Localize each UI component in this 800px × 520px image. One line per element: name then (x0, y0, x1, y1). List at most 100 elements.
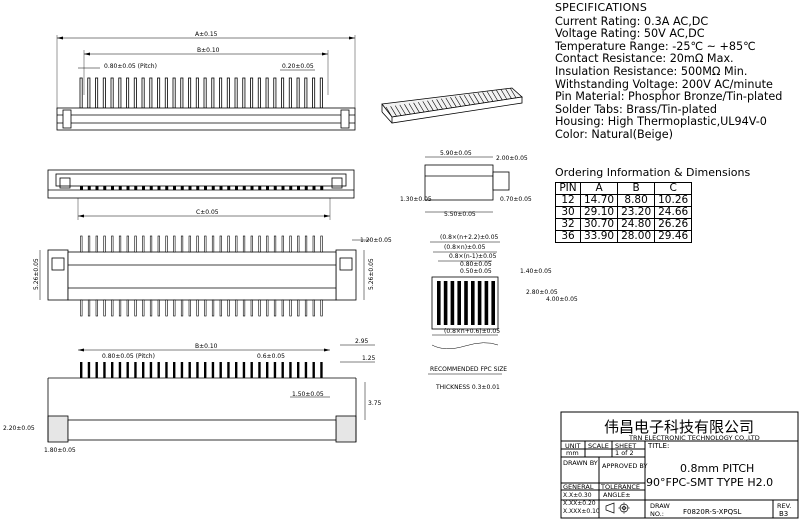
connector-pin (204, 186, 207, 190)
connector-pin (289, 235, 292, 253)
connector-pin (188, 235, 191, 253)
title-line-1: 0.8mm PITCH (680, 462, 754, 475)
fpc-caption: RECOMMENDED FPC SIZE (430, 366, 507, 373)
connector-pin (219, 77, 223, 109)
spec-line: Housing: High Thermoplastic,UL94V-0 (555, 115, 767, 129)
connector-pin (219, 362, 222, 378)
connector-pin (463, 94, 471, 106)
connector-pin (473, 93, 480, 104)
connector-pin (111, 362, 114, 378)
connector-pin (258, 235, 261, 253)
connector-pin (80, 235, 83, 253)
connector-pin (445, 97, 453, 109)
spec-line: Color: Natural(Beige) (555, 127, 673, 141)
dim-526-left-label: 5.26±0.05 (33, 258, 40, 290)
title-block-text: 伟昌电子科技有限公司 TRN ELECTRONIC TECHNOLOGY CO.… (563, 418, 791, 518)
connector-pin (103, 235, 106, 253)
connector-pin (312, 186, 316, 190)
connector-pin (436, 99, 443, 110)
connector-pin (87, 235, 91, 253)
dim-120-label: 1.20±0.05 (360, 237, 392, 244)
connector-pin (250, 299, 253, 317)
connector-pin (312, 362, 315, 378)
front-view-pins (80, 186, 324, 190)
connector-pin (126, 299, 129, 317)
unit-value: mm (566, 449, 579, 457)
specifications-block: SPECIFICATIONS Current Rating: 0.3A AC,D… (555, 1, 800, 142)
connector-pin (242, 362, 246, 378)
connector-pin (149, 235, 153, 253)
connector-pin (203, 77, 207, 109)
connector-pin (180, 299, 184, 317)
connector-pin (103, 362, 106, 378)
connector-pin (157, 77, 161, 109)
rev-value: B3 (779, 510, 788, 518)
connector-pin (289, 362, 292, 378)
connector-pin (417, 101, 425, 113)
fpc-finger (450, 281, 455, 325)
connector-pin (320, 362, 323, 378)
connector-pin (250, 77, 254, 109)
approved-by-label: APPROVED BY (602, 462, 648, 470)
dim-295-label: 2.95 (355, 338, 369, 345)
connector-pin (505, 88, 512, 99)
spec-line: Temperature Range: -25℃ ~ +85℃ (555, 39, 756, 53)
fpc-dim-5-label: 0.50±0.05 (460, 268, 492, 275)
connector-pin (188, 299, 191, 317)
connector-pin (385, 106, 393, 118)
fpc-thickness: THICKNESS 0.3±0.01 (435, 384, 500, 391)
angle-label: ANGLE± (603, 491, 631, 499)
connector-pin (273, 186, 277, 190)
connector-pin (134, 186, 138, 190)
scale-label: SCALE (588, 442, 609, 450)
connector-pin (219, 186, 223, 190)
fpc-finger (457, 281, 461, 325)
tol-3: X.XXX±0.10 (563, 508, 600, 515)
dim-020-label: 0.20±0.05 (282, 63, 314, 70)
ordering-cell: 10.26 (654, 194, 693, 207)
connector-pin (297, 299, 300, 317)
fpc-dim-6-label: (0.8×n+0.6)±0.05 (444, 328, 500, 335)
connector-pin (188, 186, 192, 190)
connector-pin (258, 186, 262, 190)
spec-line: Withstanding Voltage: 200V AC/minute (555, 77, 773, 91)
connector-pin (165, 235, 168, 253)
sheet-label: SHEET (615, 442, 636, 450)
connector-pin (165, 299, 168, 317)
connector-pin (142, 235, 145, 253)
connector-pin (188, 362, 191, 378)
connector-pin (157, 362, 160, 378)
connector-pin (312, 77, 316, 109)
spec-line: Pin Material: Phosphor Bronze/Tin-plated (555, 90, 783, 104)
part-number: F0820R-S-XPQSL (683, 508, 742, 516)
fpc-140-label: 1.40±0.05 (520, 268, 552, 275)
side-070-label: 0.70±0.05 (500, 196, 532, 203)
connector-pin (281, 235, 284, 253)
connector-pin (95, 299, 98, 317)
tol-1: X.X±0.30 (563, 492, 592, 499)
connector-pin (440, 98, 448, 109)
spec-line: Contact Resistance: 20mΩ Max. (555, 52, 734, 66)
connector-pin (103, 299, 106, 317)
connector-pin (173, 362, 176, 378)
connector-pin (126, 235, 129, 253)
fpc-finger (464, 281, 468, 325)
connector-pin (103, 186, 107, 190)
connector-pin (496, 90, 503, 101)
connector-pin (454, 96, 462, 107)
connector-pin (102, 77, 106, 109)
connector-pin (80, 299, 83, 317)
fpc-400-label: 4.00±0.05 (546, 296, 578, 303)
connector-pin (250, 186, 254, 190)
connector-pin (180, 77, 184, 109)
connector-pin (195, 77, 199, 109)
top-view-pins (79, 77, 323, 109)
connector-pin (227, 362, 230, 378)
connector-pin (149, 362, 153, 378)
connector-pin (394, 105, 402, 116)
fpc-dim-4-label: 0.80±0.05 (460, 261, 492, 268)
connector-pin (142, 362, 145, 378)
